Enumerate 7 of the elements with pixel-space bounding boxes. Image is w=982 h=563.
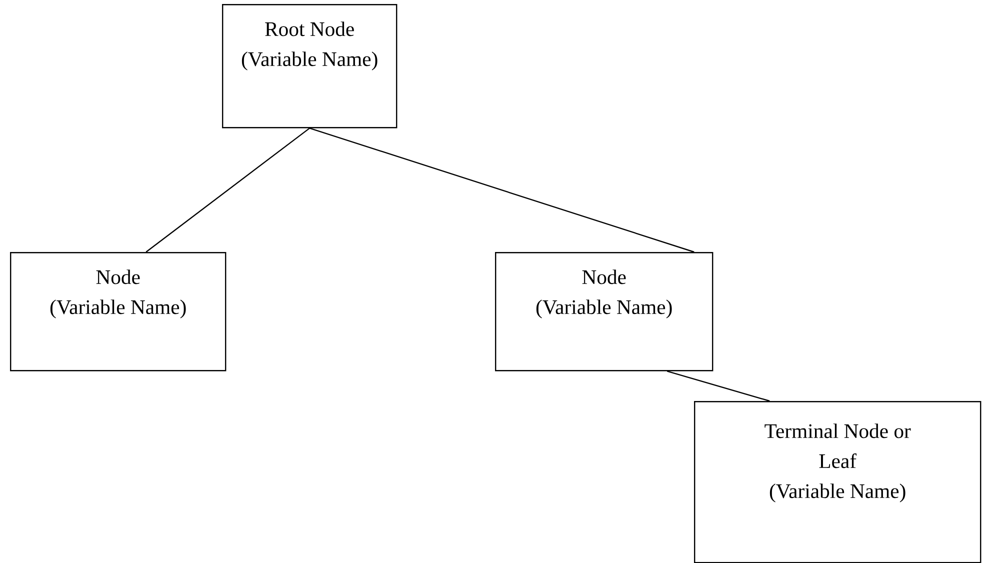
tree-node-box: Terminal Node or Leaf (Variable Name) <box>694 401 982 563</box>
connector-line <box>146 128 310 252</box>
connector-line <box>666 370 770 402</box>
tree-node-box: Node (Variable Name) <box>10 252 226 372</box>
tree-node-box: Node (Variable Name) <box>495 252 714 372</box>
tree-node-box: Root Node (Variable Name) <box>222 4 398 128</box>
connector-line <box>309 128 694 253</box>
